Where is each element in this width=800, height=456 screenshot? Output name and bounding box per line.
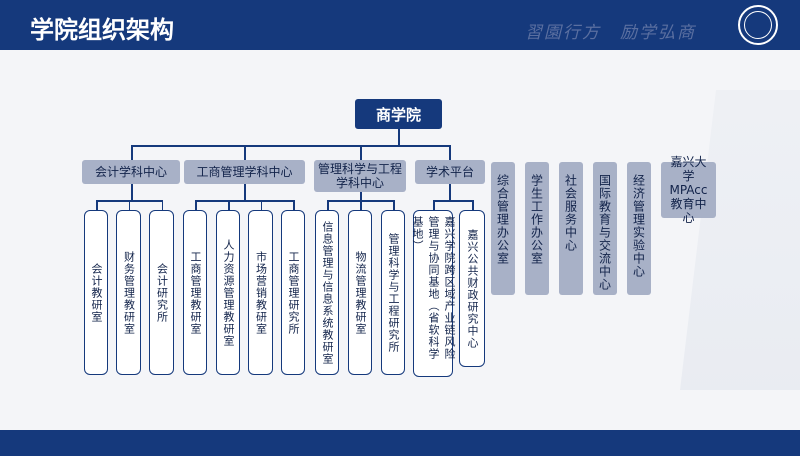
mpacc-center: 嘉兴大学MPAcc教育中心 bbox=[661, 155, 716, 225]
connector bbox=[96, 200, 98, 210]
header-bar: 学院组织架构 習園行方 励学弘商 bbox=[0, 0, 800, 50]
center-accounting: 会计学科中心 bbox=[82, 160, 180, 184]
unit-box: 嘉兴公共财政研究中心 bbox=[459, 210, 485, 367]
unit-label: 工商管理教研室 bbox=[189, 250, 202, 335]
unit-box: 会计教研室 bbox=[84, 210, 108, 375]
unit-label: 物流管理教研室 bbox=[354, 250, 367, 335]
motto: 習園行方 励学弘商 bbox=[525, 23, 696, 43]
unit-box: 会计研究所 bbox=[149, 210, 174, 375]
university-seal-icon bbox=[738, 5, 778, 45]
connector bbox=[131, 184, 133, 200]
office-label: 综合管理办公室 bbox=[495, 174, 510, 265]
unit-label: 会计教研室 bbox=[90, 262, 103, 323]
connector bbox=[327, 200, 329, 210]
unit-box: 工商管理研究所 bbox=[281, 210, 305, 375]
connector bbox=[398, 129, 400, 145]
connector bbox=[260, 200, 262, 210]
unit-label: 财务管理教研室 bbox=[122, 250, 136, 335]
connector bbox=[360, 145, 362, 160]
unit-box: 人力资源管理教研室 bbox=[216, 210, 240, 375]
center-management-science: 管理科学与工程学科中心 bbox=[314, 160, 406, 192]
unit-box: 物流管理教研室 bbox=[348, 210, 372, 375]
unit-label: 嘉兴公共财政研究中心 bbox=[466, 228, 479, 349]
connector bbox=[244, 184, 246, 200]
background-decoration bbox=[680, 90, 800, 390]
unit-box: 嘉兴学院跨区域产业链风险管理与协同基地（省软科学基地） bbox=[411, 210, 456, 377]
connector bbox=[360, 192, 362, 200]
center-academic-platform: 学术平台 bbox=[415, 160, 485, 184]
center-business-admin: 工商管理学科中心 bbox=[184, 160, 305, 184]
connector bbox=[131, 145, 450, 147]
office-student-affairs: 学生工作办公室 bbox=[525, 162, 549, 295]
unit-box: 信息管理与信息系统教研室 bbox=[315, 210, 339, 375]
connector bbox=[449, 184, 451, 200]
connector bbox=[131, 145, 133, 160]
connector bbox=[195, 200, 293, 202]
office-label: 经济管理实验中心 bbox=[631, 174, 646, 278]
footer-bar bbox=[0, 430, 800, 456]
unit-label: 会计研究所 bbox=[155, 262, 169, 323]
office-general: 综合管理办公室 bbox=[491, 162, 515, 295]
connector bbox=[228, 200, 230, 210]
unit-label: 管理科学与工程研究所 bbox=[387, 232, 400, 353]
unit-label: 市场营销教研室 bbox=[254, 250, 268, 335]
unit-box: 市场营销教研室 bbox=[248, 210, 273, 375]
connector bbox=[161, 200, 163, 210]
office-lab: 经济管理实验中心 bbox=[627, 162, 651, 295]
unit-label: 嘉兴学院跨区域产业链风险管理与协同基地（省软科学基地） bbox=[411, 216, 456, 360]
connector bbox=[293, 200, 295, 210]
connector bbox=[472, 200, 474, 210]
connector bbox=[393, 200, 395, 210]
connector bbox=[433, 200, 435, 210]
connector bbox=[449, 145, 451, 160]
office-label: 社会服务中心 bbox=[563, 174, 578, 252]
unit-box: 工商管理教研室 bbox=[183, 210, 207, 375]
office-social-service: 社会服务中心 bbox=[559, 162, 583, 295]
unit-box: 管理科学与工程研究所 bbox=[381, 210, 405, 375]
page-title: 学院组织架构 bbox=[30, 16, 174, 44]
connector bbox=[244, 145, 246, 160]
connector bbox=[433, 200, 472, 202]
office-label: 国际教育与交流中心 bbox=[597, 174, 612, 291]
connector bbox=[128, 200, 130, 210]
unit-label: 信息管理与信息系统教研室 bbox=[321, 220, 334, 365]
office-international: 国际教育与交流中心 bbox=[593, 162, 617, 295]
unit-label: 工商管理研究所 bbox=[287, 250, 300, 335]
root-node: 商学院 bbox=[355, 99, 442, 129]
unit-box: 财务管理教研室 bbox=[116, 210, 141, 375]
connector bbox=[360, 200, 362, 210]
connector bbox=[195, 200, 197, 210]
unit-label: 人力资源管理教研室 bbox=[222, 238, 235, 347]
office-label: 学生工作办公室 bbox=[529, 174, 544, 265]
